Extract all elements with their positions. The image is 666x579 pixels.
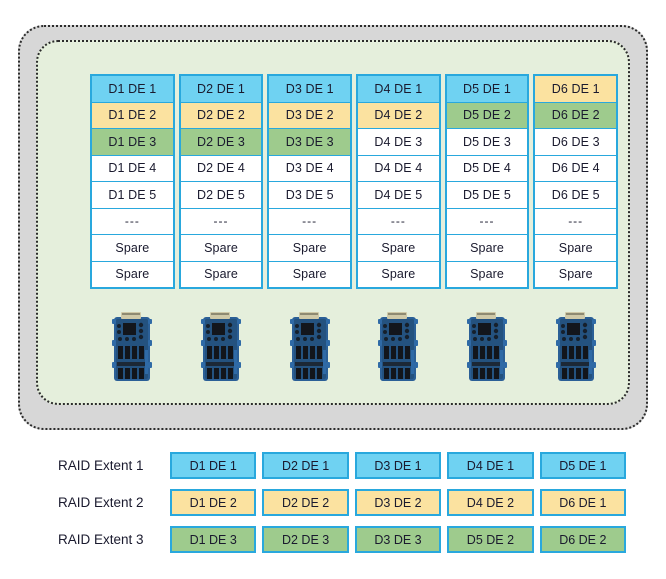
spare-cell: Spare — [358, 261, 439, 287]
spare-cell: Spare — [92, 235, 173, 262]
separator-cell: --- — [446, 208, 528, 235]
disk-extent-cell: D6 DE 4 — [535, 155, 617, 182]
disk-extent-cell: D1 DE 4 — [92, 155, 173, 182]
disk-extent-cell: D5 DE 4 — [446, 155, 528, 182]
disk-extent-cell: D6 DE 5 — [535, 182, 617, 209]
disk-drive-3 — [267, 306, 352, 388]
disk-drive-icon — [555, 312, 596, 381]
disk-extent-cell: D6 DE 3 — [535, 129, 617, 156]
raid-extent-member: D3 DE 2 — [354, 489, 442, 516]
raid-extent-member: D5 DE 2 — [447, 526, 534, 553]
separator-cell: --- — [269, 208, 351, 235]
raid-extent-member: D1 DE 2 — [170, 489, 257, 516]
spare-cell: Spare — [92, 261, 173, 287]
disk-extent-cell: D1 DE 3 — [92, 129, 173, 156]
disk-extent-cell: D3 DE 3 — [269, 129, 351, 156]
disk-extent-cell: D2 DE 3 — [180, 129, 262, 156]
separator-cell: --- — [180, 208, 262, 235]
disk-extent-cell: D3 DE 1 — [269, 76, 351, 103]
spare-cell: Spare — [358, 235, 439, 262]
spare-cell: Spare — [535, 235, 617, 262]
raid-extent-member: D4 DE 2 — [447, 489, 534, 516]
physical-drive-row — [90, 306, 618, 388]
raid-extent-label: RAID Extent 2 — [58, 495, 144, 510]
raid-extent-member: D5 DE 1 — [539, 452, 627, 479]
disk-drive-4 — [356, 306, 441, 388]
separator-cell: --- — [358, 208, 439, 235]
spare-cell: Spare — [446, 235, 528, 262]
raid-extent-member: D3 DE 3 — [354, 526, 442, 553]
raid-extent-member: D2 DE 3 — [262, 526, 349, 553]
disk-extent-cell: D4 DE 1 — [358, 76, 439, 103]
disk-extent-cell: D4 DE 5 — [358, 182, 439, 209]
disk-extent-cell: D5 DE 2 — [446, 102, 528, 129]
separator-cell: --- — [535, 208, 617, 235]
raid-extent-member: D6 DE 1 — [539, 489, 627, 516]
disk-drive-icon — [467, 312, 508, 381]
disk-drive-6 — [533, 306, 618, 388]
spare-cell: Spare — [180, 261, 262, 287]
disk-extent-cell: D4 DE 3 — [358, 129, 439, 156]
raid-extent-member: D1 DE 3 — [170, 526, 257, 553]
spare-cell: Spare — [269, 235, 351, 262]
disk-extent-cell: D3 DE 4 — [269, 155, 351, 182]
spare-cell: Spare — [446, 261, 528, 287]
separator-cell: --- — [92, 208, 173, 235]
disk-extent-cell: D1 DE 2 — [92, 102, 173, 129]
raid-extent-member: D1 DE 1 — [170, 452, 257, 479]
disk-drive-icon — [201, 312, 241, 381]
disk-drive-5 — [445, 306, 530, 388]
raid-extent-label: RAID Extent 3 — [58, 532, 144, 547]
disk-extent-cell: D6 DE 1 — [535, 76, 617, 103]
disk-extent-cell: D3 DE 5 — [269, 182, 351, 209]
disk-drive-2 — [179, 306, 264, 388]
disk-extent-cell: D6 DE 2 — [535, 102, 617, 129]
spare-cell: Spare — [535, 261, 617, 287]
disk-extent-cell: D2 DE 4 — [180, 155, 262, 182]
disk-extent-cell: D2 DE 1 — [180, 76, 262, 103]
disk-extent-cell: D4 DE 2 — [358, 102, 439, 129]
disk-extent-cell: D5 DE 1 — [446, 76, 528, 103]
disk-extent-cell: D1 DE 5 — [92, 182, 173, 209]
disk-extent-cell: D5 DE 3 — [446, 129, 528, 156]
raid-extent-member: D2 DE 1 — [262, 452, 349, 479]
disk-extent-cell: D4 DE 4 — [358, 155, 439, 182]
raid-extent-member: D4 DE 1 — [447, 452, 534, 479]
disk-drive-1 — [90, 306, 175, 388]
disk-extent-cell: D3 DE 2 — [269, 102, 351, 129]
raid-extent-member: D3 DE 1 — [354, 452, 442, 479]
disk-extent-cell: D2 DE 5 — [180, 182, 262, 209]
raid-extent-member: D6 DE 2 — [539, 526, 627, 553]
disk-extent-cell: D1 DE 1 — [92, 76, 173, 103]
disk-extent-cell: D5 DE 5 — [446, 182, 528, 209]
disk-extent-cell: D2 DE 2 — [180, 102, 262, 129]
spare-cell: Spare — [180, 235, 262, 262]
raid-extent-member: D2 DE 2 — [262, 489, 349, 516]
disk-drive-icon — [112, 312, 153, 381]
raid-extent-label: RAID Extent 1 — [58, 458, 144, 473]
disk-drive-icon — [289, 312, 330, 381]
disk-drive-icon — [378, 312, 419, 381]
spare-cell: Spare — [269, 261, 351, 287]
